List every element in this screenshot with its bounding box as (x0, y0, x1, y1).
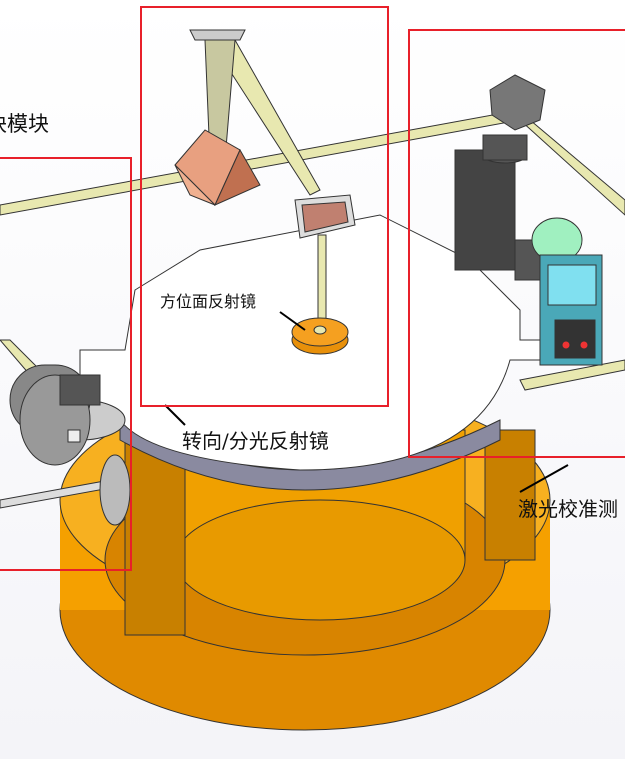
leader-line-splitter (164, 404, 186, 426)
leader-line-laser (519, 464, 569, 493)
leader-line-azimuth (279, 311, 306, 331)
top-mirror (189, 29, 246, 41)
turning-prism (174, 129, 261, 206)
laser-calibration-module (454, 74, 603, 366)
label-azimuth-mirror: 方位面反射镜 (160, 292, 257, 311)
orange-base (59, 389, 551, 731)
highlight-box-mirrors (140, 6, 389, 407)
label-module: 块模块 (0, 112, 49, 136)
highlight-box-laser-calibration (408, 29, 625, 458)
azimuth-mirror (291, 194, 356, 355)
highlight-box-left-module (0, 157, 132, 571)
label-turning-splitter-mirror: 转向/分光反射镜 (182, 429, 329, 453)
left-module (9, 364, 131, 526)
label-laser-calibration: 激光校准测 (518, 497, 618, 521)
